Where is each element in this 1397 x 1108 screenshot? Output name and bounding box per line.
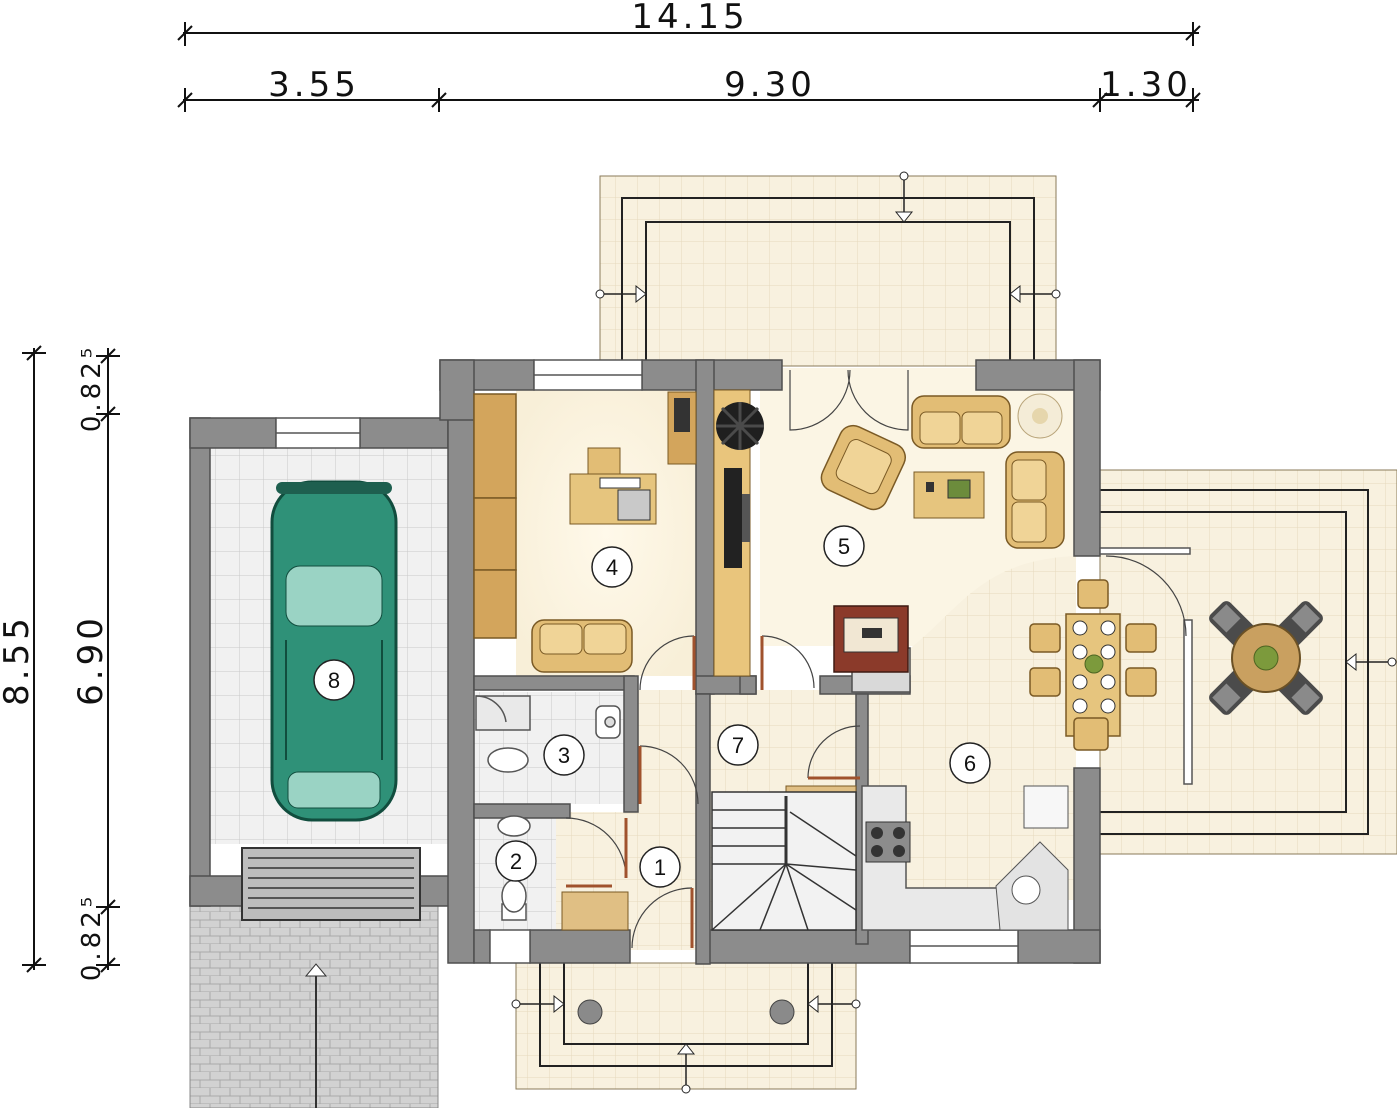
floor-lamp-icon — [1017, 393, 1063, 439]
svg-text:7: 7 — [732, 733, 744, 758]
bathroom-fixtures-icon — [475, 695, 621, 773]
room-number-2: 2 — [495, 840, 537, 882]
staircase-icon — [711, 791, 857, 931]
dimension-left-segments — [96, 348, 120, 973]
svg-text:5: 5 — [838, 534, 850, 559]
driveway — [189, 904, 439, 1108]
dimension-top-total — [177, 22, 1201, 46]
dimension-left-total — [22, 345, 46, 973]
door-leaves — [566, 636, 860, 948]
entrance-terrace — [511, 962, 861, 1094]
dining-chairs-icon — [1029, 579, 1157, 751]
wardrobe-icon — [473, 393, 517, 639]
svg-text:2: 2 — [510, 849, 522, 874]
room-number-5: 5 — [823, 525, 865, 567]
svg-text:1: 1 — [654, 855, 666, 880]
shoe-cabinet-icon — [561, 891, 629, 931]
dimension-left-middle-label: 6.90 — [71, 614, 111, 706]
room-number-1: 1 — [639, 846, 681, 888]
room-number-7: 7 — [717, 724, 759, 766]
sofa-office-icon — [531, 619, 633, 673]
dimension-left-bottom-label: 0.82⁵ — [77, 893, 107, 981]
bookshelf-icon — [667, 391, 697, 465]
room-number-4: 4 — [591, 546, 633, 588]
plant-icon — [716, 402, 764, 450]
car-icon — [270, 480, 398, 822]
dimension-left-top-label: 0.82⁵ — [77, 344, 107, 432]
dimension-left-total-label: 8.55 — [0, 614, 37, 706]
armchair-icon — [820, 424, 906, 511]
patio-table-icon — [1209, 601, 1323, 715]
wc-fixtures-icon — [497, 815, 531, 921]
svg-text:8: 8 — [328, 668, 340, 693]
walls — [189, 359, 1101, 965]
svg-text:6: 6 — [964, 751, 976, 776]
sofa-living-icon — [911, 395, 1065, 549]
dimension-top-middle-label: 9.30 — [724, 65, 816, 105]
windows — [275, 359, 1193, 964]
room-number-3: 3 — [543, 734, 585, 776]
north-terrace — [595, 171, 1061, 367]
room-number-8: 8 — [313, 659, 355, 701]
coffee-table-icon — [913, 471, 985, 519]
fireplace-icon — [833, 605, 909, 673]
dimension-top-segments — [177, 88, 1201, 112]
dining-table-icon — [1065, 613, 1121, 737]
garage-door-icon — [241, 847, 421, 921]
svg-text:3: 3 — [558, 743, 570, 768]
svg-text:4: 4 — [606, 555, 618, 580]
kitchen-counter-icon — [861, 785, 1069, 931]
dimension-top-right-label: 1.30 — [1100, 65, 1192, 105]
desk-icon — [569, 447, 657, 525]
east-terrace — [1099, 469, 1397, 855]
dimension-top-total-label: 14.15 — [631, 0, 748, 37]
room-number-6: 6 — [949, 742, 991, 784]
dimension-top-left-label: 3.55 — [268, 65, 360, 105]
